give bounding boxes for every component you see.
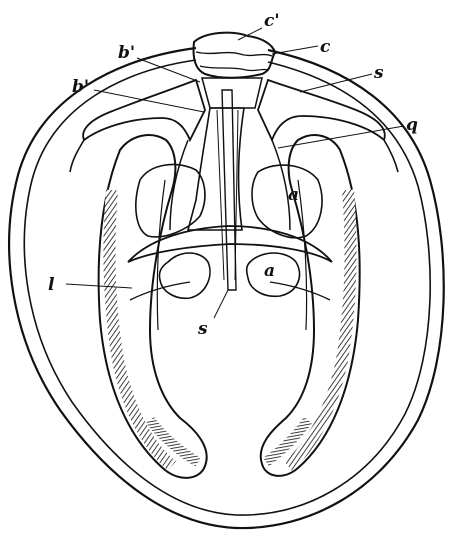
top-cap-plate [193, 33, 275, 78]
label-s-upper: s [373, 63, 384, 83]
label-a-lower: a [264, 261, 275, 281]
label-a-upper: a [288, 185, 299, 205]
label-b-prime-lower: b' [72, 77, 89, 97]
right-loop [261, 135, 360, 476]
label-c: c [320, 37, 331, 57]
central-column [188, 78, 262, 290]
label-c-prime: c' [264, 11, 280, 31]
label-l: l [48, 275, 55, 295]
outer-shell [9, 48, 444, 528]
label-s-lower: s [197, 319, 208, 339]
left-loop [99, 135, 207, 478]
label-q: q [406, 115, 418, 135]
label-b-prime-upper: b' [118, 43, 135, 63]
